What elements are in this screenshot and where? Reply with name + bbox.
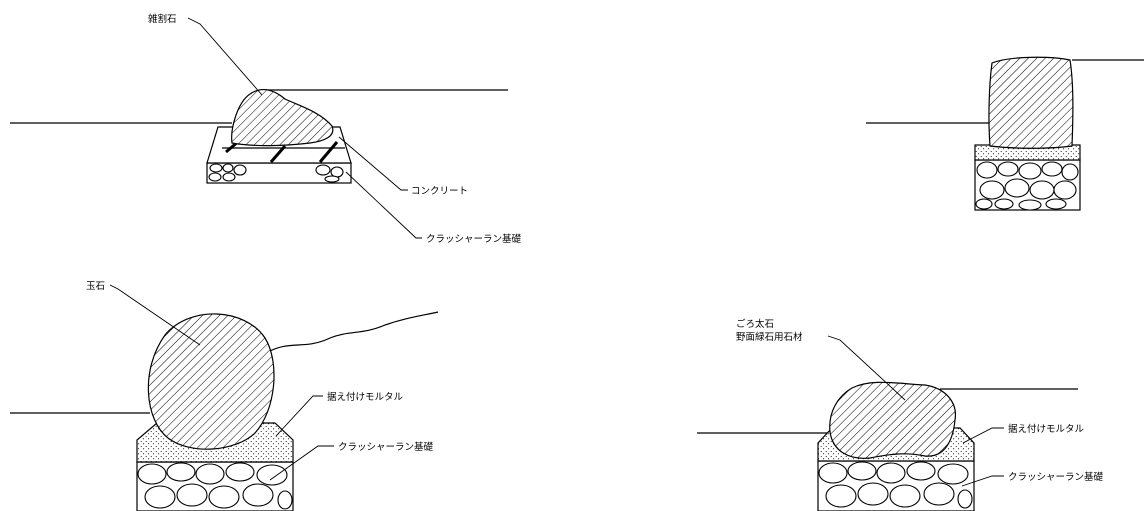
diagram-rough-split-stone: 雑割石 コンクリート クラッシャーラン基礎: [10, 13, 522, 245]
rough-split-stone: [231, 89, 334, 147]
field-stone: [829, 381, 956, 459]
base-cobbles: [975, 161, 1079, 211]
base-cobbles: [818, 461, 973, 509]
diagram-upright-stone: [866, 56, 1144, 211]
mortar-leader: [962, 427, 1004, 444]
upright-curb-stone: [988, 56, 1074, 149]
mortar-label: 据え付けモルタル: [327, 391, 404, 403]
base-label: クラッシャーラン基礎: [338, 441, 434, 453]
base-cobbles: [208, 163, 344, 183]
stone-leader: [187, 17, 263, 96]
stone-leader: [827, 335, 906, 401]
stone-label-line2: 野面緑石用石材: [736, 331, 803, 343]
mortar-leader: [275, 395, 323, 437]
round-boulder: [147, 313, 275, 450]
stone-label-line1: ごろ太石: [736, 318, 774, 330]
base-leader: [345, 171, 422, 239]
diagram-field-stone: ごろ太石 野面緑石用石材 据え付けモルタル クラッシャーラン基礎: [697, 318, 1104, 511]
stone-label: 玉石: [86, 281, 105, 292]
diagram-cobble-stone: 玉石 据え付けモルタル クラッシャーラン基礎: [10, 281, 439, 511]
base-leader: [269, 445, 334, 481]
stone-label: 雑割石: [148, 13, 177, 25]
stone-leader: [109, 284, 201, 346]
concrete-label: コンクリート: [411, 186, 468, 197]
base-cobbles: [137, 462, 293, 510]
base-label: クラッシャーラン基礎: [426, 233, 522, 245]
ground-line-right: [267, 311, 439, 353]
base-leader: [961, 475, 1004, 487]
mortar-label: 据え付けモルタル: [1008, 423, 1085, 435]
concrete-leader: [338, 136, 408, 191]
base-label: クラッシャーラン基礎: [1008, 471, 1104, 483]
